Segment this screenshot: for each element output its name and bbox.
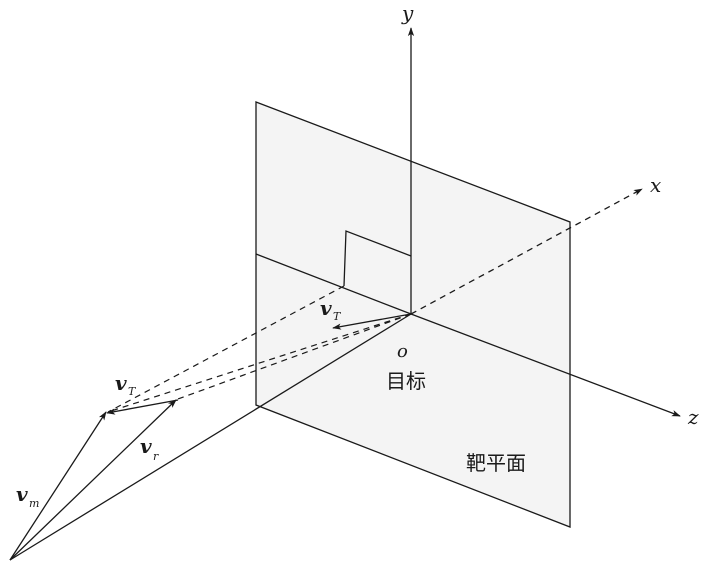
vr-label: v r bbox=[140, 434, 159, 463]
svg-text:v: v bbox=[320, 296, 332, 320]
line-missile-to-origin bbox=[9, 313, 412, 561]
z-axis bbox=[410, 313, 681, 417]
vr-arrow bbox=[9, 399, 177, 561]
vm-label: v m bbox=[16, 482, 39, 510]
target-plane-label: 靶平面 bbox=[466, 451, 526, 475]
svg-text:T: T bbox=[333, 310, 342, 323]
dashed-line-origin-to-vr bbox=[177, 313, 412, 400]
svg-text:v: v bbox=[16, 482, 28, 506]
vT-missile-arrow bbox=[106, 399, 179, 415]
svg-text:r: r bbox=[153, 450, 159, 463]
plane-midline-left bbox=[255, 253, 412, 315]
projection-rectangle bbox=[343, 230, 412, 287]
target-label: 目标 bbox=[386, 369, 426, 393]
origin-label: o bbox=[397, 341, 408, 362]
vT-missile-label: v T bbox=[115, 371, 137, 398]
svg-text:T: T bbox=[128, 385, 137, 398]
y-axis-label: y bbox=[401, 1, 414, 25]
dashed-line-origin-to-vT bbox=[107, 313, 412, 413]
dashed-line-to-vT-tip bbox=[107, 285, 345, 413]
svg-text:v: v bbox=[140, 434, 152, 458]
svg-text:v: v bbox=[115, 371, 127, 395]
vT-plane-arrow bbox=[332, 313, 412, 330]
z-axis-label: z bbox=[687, 405, 699, 429]
x-axis-label: x bbox=[650, 173, 661, 197]
vm-arrow bbox=[9, 411, 107, 561]
vT-plane-label: v T bbox=[320, 296, 342, 323]
svg-text:m: m bbox=[29, 497, 39, 510]
